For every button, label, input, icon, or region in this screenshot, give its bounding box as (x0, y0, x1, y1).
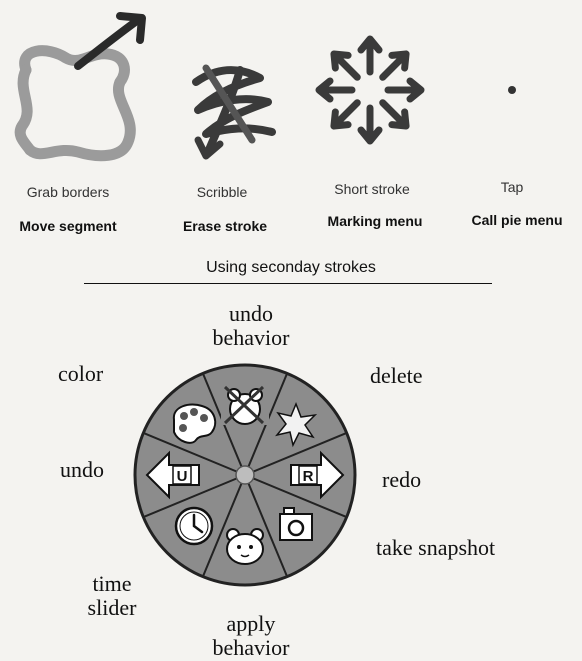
apply-behavior-bear-icon[interactable] (227, 529, 263, 564)
label-undo: undo (60, 458, 104, 482)
label-undo-behavior-line2: behavior (196, 326, 306, 350)
svg-text:U: U (177, 468, 188, 485)
label-apply-behavior-line2: behavior (196, 636, 306, 660)
label-take-snapshot: take snapshot (376, 536, 495, 560)
label-time-slider: time slider (70, 572, 154, 620)
scribble-stroke-icon (176, 48, 281, 168)
divider-rule (84, 283, 492, 284)
tap-dot-icon (504, 82, 520, 98)
section-title: Using seconday strokes (0, 259, 582, 277)
gesture-name-grab-borders: Grab borders (8, 184, 128, 200)
grab-borders-stroke-icon (8, 8, 158, 173)
label-redo: redo (382, 468, 421, 492)
label-apply-behavior-line1: apply (196, 612, 306, 636)
label-time-slider-line1: time (70, 572, 154, 596)
gesture-action-marking-menu: Marking menu (308, 213, 442, 229)
label-undo-behavior-line1: undo (196, 302, 306, 326)
time-slider-clock-icon[interactable] (176, 508, 212, 544)
short-stroke-arrows-icon (312, 28, 427, 153)
label-apply-behavior: apply behavior (196, 612, 306, 660)
gesture-action-move-segment: Move segment (4, 218, 132, 234)
label-color: color (58, 362, 103, 386)
undo-behavior-icon[interactable] (221, 381, 269, 425)
label-undo-behavior: undo behavior (196, 302, 306, 350)
label-delete: delete (370, 364, 423, 388)
gesture-name-tap: Tap (476, 179, 548, 195)
gesture-name-scribble: Scribble (168, 184, 276, 200)
gesture-name-short-stroke: Short stroke (308, 181, 436, 197)
label-time-slider-line2: slider (70, 596, 154, 620)
pie-menu: R U (130, 360, 360, 590)
gesture-action-erase-stroke: Erase stroke (166, 218, 284, 234)
svg-text:R: R (303, 468, 314, 485)
gesture-action-call-pie-menu: Call pie menu (454, 212, 580, 228)
